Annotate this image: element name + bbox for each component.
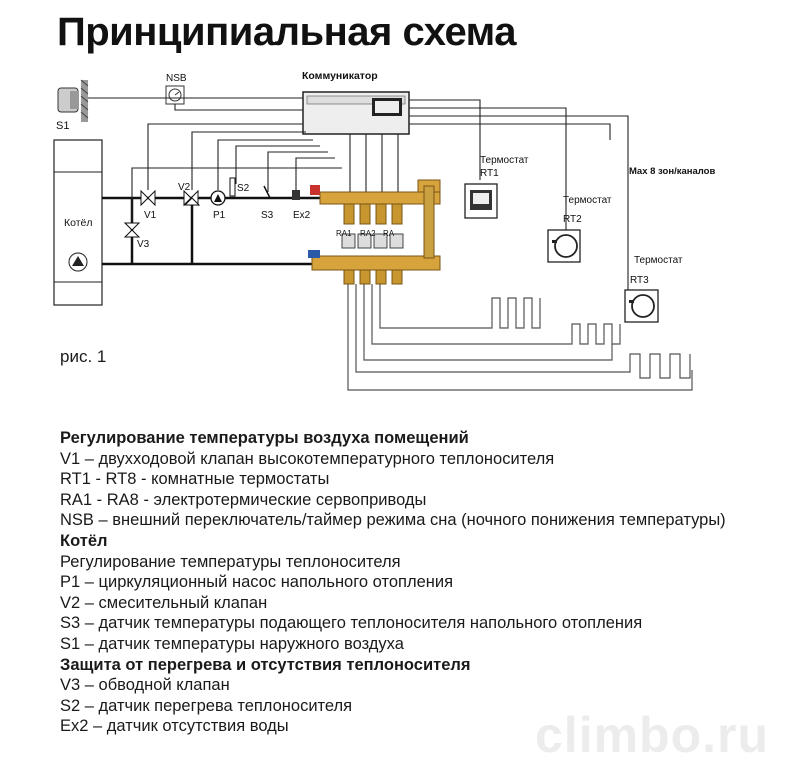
label-rt2: RT2 xyxy=(563,214,582,225)
legend-item: RT1 - RT8 - комнатные термостаты xyxy=(60,470,330,489)
figure-caption: рис. 1 xyxy=(60,347,107,366)
legend-item: Регулирование температуры теплоносителя xyxy=(60,552,401,571)
legend-item: RA1 - RA8 - электротермические сервоприв… xyxy=(60,490,427,509)
page-title: Принципиальная схема xyxy=(57,10,516,54)
schematic-diagram: S1 NSB Коммуникатор Котёл xyxy=(53,70,715,391)
label-v3: V3 xyxy=(137,239,150,250)
sensor-s3 xyxy=(263,185,271,199)
valve-v2 xyxy=(183,189,201,207)
label-s2: S2 xyxy=(237,183,250,194)
legend-item: Ex2 – датчик отсутствия воды xyxy=(60,717,289,736)
label-thermostat-rt1: Термостат xyxy=(480,155,529,166)
pump-p1 xyxy=(210,190,226,206)
legend-item: S1 – датчик температуры наружного воздух… xyxy=(60,634,404,653)
label-v2: V2 xyxy=(178,182,191,193)
legend-item: NSB – внешний переключатель/таймер режим… xyxy=(60,511,726,530)
label-thermostat-rt3: Термостат xyxy=(634,255,683,266)
label-p1: P1 xyxy=(213,210,226,221)
legend-heading: Котёл xyxy=(60,531,108,550)
supply-pipe xyxy=(102,196,338,266)
legend-item: V1 – двухходовой клапан высокотемператур… xyxy=(60,449,555,468)
label-kotel: Котёл xyxy=(64,217,93,229)
label-kommunikator: Коммуникатор xyxy=(302,70,378,82)
nsb-switch xyxy=(165,85,185,105)
floor-heating-loops xyxy=(347,284,693,391)
thermostat-rt1 xyxy=(464,183,498,219)
label-max-zones: Max 8 зон/каналов xyxy=(629,166,715,177)
valve-v3 xyxy=(123,222,141,238)
label-ra2: RA2 xyxy=(360,229,376,238)
communicator-unit xyxy=(302,91,410,135)
label-s3: S3 xyxy=(261,210,274,221)
legend-item: V2 – смесительный клапан xyxy=(60,593,268,612)
valve-v1 xyxy=(140,189,156,207)
legend-item: V3 – обводной клапан xyxy=(60,676,230,695)
outdoor-sensor-s1 xyxy=(57,79,89,122)
label-ra3: RA xyxy=(383,229,395,238)
label-thermostat-rt2: Термостат xyxy=(563,195,612,206)
control-wires xyxy=(88,97,629,290)
label-ra1: RA1 xyxy=(336,229,352,238)
label-rt3: RT3 xyxy=(630,275,649,286)
legend-item: S3 – датчик температуры подающего теплон… xyxy=(60,614,643,633)
thermostat-rt2 xyxy=(547,229,581,263)
legend-heading: Регулирование температуры воздуха помеще… xyxy=(60,429,469,447)
sensor-ex2 xyxy=(292,190,300,200)
label-v1: V1 xyxy=(144,210,157,221)
manifold xyxy=(308,179,441,285)
label-nsb: NSB xyxy=(166,73,187,84)
watermark: climbo.ru xyxy=(535,707,770,763)
label-rt1: RT1 xyxy=(480,168,499,179)
legend-item: P1 – циркуляционный насос напольного ото… xyxy=(60,573,454,592)
sensor-s2 xyxy=(229,177,236,197)
label-s1: S1 xyxy=(56,120,69,132)
legend-item: S2 – датчик перегрева теплоносителя xyxy=(60,696,353,715)
legend-heading: Защита от перегрева и отсутствия теплоно… xyxy=(60,655,471,674)
boiler xyxy=(53,139,103,306)
thermostat-rt3 xyxy=(624,289,659,323)
legend: Регулирование температуры воздуха помеще… xyxy=(60,428,726,737)
label-ex2: Ex2 xyxy=(293,210,311,221)
